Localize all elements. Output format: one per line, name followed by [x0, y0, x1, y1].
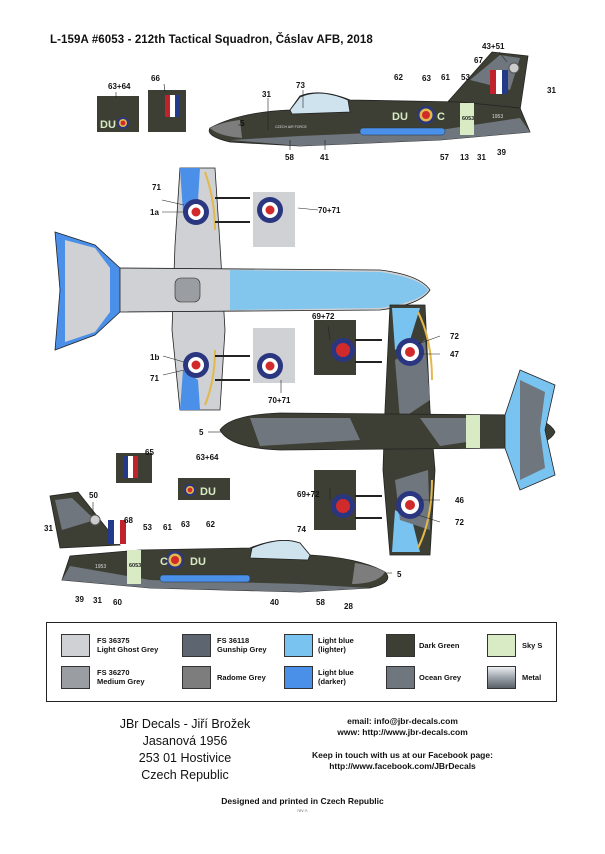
- leader-lines: [92, 51, 508, 574]
- callout-50: 50: [89, 491, 98, 500]
- callout-13: 13: [460, 153, 469, 162]
- callout-72-top: 72: [450, 332, 459, 341]
- callout-66: 66: [151, 74, 160, 83]
- side-code-letter-left: C: [160, 556, 168, 568]
- swatch-ocean-grey: [386, 666, 415, 689]
- callout-73: 73: [296, 81, 305, 90]
- callout-43-51: 43+51: [482, 42, 505, 51]
- callout-31-tail-top: 31: [547, 86, 556, 95]
- callout-58-left: 58: [316, 598, 325, 607]
- plan-view-bottom: [219, 304, 556, 556]
- swatch-metal: [487, 666, 516, 689]
- aircraft-drawings: DU C 6053 1953 CZECH AIR FORCE DU: [44, 42, 556, 611]
- callout-60: 60: [113, 598, 122, 607]
- footer-note: Designed and printed in Czech Republic: [221, 796, 384, 806]
- swatch-gunship-grey: [182, 634, 211, 657]
- callout-68: 68: [124, 516, 133, 525]
- tail-number-left: 1953: [95, 564, 106, 570]
- callout-1a: 1a: [150, 208, 159, 217]
- plan-view-top: [54, 167, 431, 411]
- country: Czech Republic: [141, 768, 229, 782]
- swatch-medium-grey: [61, 666, 90, 689]
- callout-63-64-top: 63+64: [108, 82, 131, 91]
- tail-number-top: 1953: [492, 114, 503, 120]
- callout-62-left: 62: [206, 520, 215, 529]
- callout-31-top: 31: [262, 90, 271, 99]
- side-code-left: DU: [190, 556, 206, 568]
- callout-28: 28: [344, 602, 353, 611]
- callout-53-top: 53: [461, 73, 470, 82]
- callout-31-tail-left: 31: [44, 524, 53, 533]
- swatch-sky-s: [487, 634, 516, 657]
- callout-47: 47: [450, 350, 459, 359]
- company-contacts: email: info@jbr-decals.com www: http://w…: [290, 716, 515, 772]
- callout-72-bottom: 72: [455, 518, 464, 527]
- facebook-link[interactable]: http://www.facebook.com/JBrDecals: [329, 761, 476, 771]
- callout-31-mid: 31: [477, 153, 486, 162]
- side-view-right: DU C 6053 1953 CZECH AIR FORCE: [208, 51, 531, 147]
- callout-58-top: 58: [285, 153, 294, 162]
- side-view-left: C DU 6053 1953: [49, 491, 389, 593]
- fuselage-text-top: CZECH AIR FORCE: [275, 125, 308, 129]
- callout-63-left: 63: [181, 520, 190, 529]
- callout-62-top: 62: [394, 73, 403, 82]
- callout-5-left: 5: [397, 570, 402, 579]
- callout-69-72-bottom: 69+72: [297, 490, 320, 499]
- callout-71-bottom: 71: [150, 374, 159, 383]
- inset-code-b: DU: [200, 486, 216, 498]
- callout-46: 46: [455, 496, 464, 505]
- city: 253 01 Hostivice: [138, 751, 232, 765]
- callout-53-left: 53: [143, 523, 152, 532]
- callout-5-plan: 5: [199, 428, 204, 437]
- callout-39-left: 39: [75, 595, 84, 604]
- callout-74: 74: [297, 525, 306, 534]
- callout-39-top: 39: [497, 148, 506, 157]
- swatch-dark-green: [386, 634, 415, 657]
- swatch-light-blue-darker: [284, 666, 313, 689]
- callout-41: 41: [320, 153, 329, 162]
- callout-57: 57: [440, 153, 449, 162]
- company-address: JBr Decals - Jiří Brožek Jasanová 1956 2…: [110, 716, 260, 784]
- callout-65: 65: [145, 448, 154, 457]
- callout-63-64-bottom: 63+64: [196, 453, 219, 462]
- serial-top: 6053: [462, 116, 474, 122]
- company-name: JBr Decals - Jiří Brožek: [119, 717, 251, 731]
- callout-63-top: 63: [422, 74, 431, 83]
- page-title: L-159A #6053 - 212th Tactical Squadron, …: [50, 34, 373, 46]
- callout-71-top: 71: [152, 183, 161, 192]
- serial-left: 6053: [129, 563, 141, 569]
- callout-70-71-bottom: 70+71: [268, 396, 291, 405]
- revision-note: rev A: [297, 808, 308, 813]
- callout-31-left: 31: [93, 596, 102, 605]
- side-code-letter-top: C: [437, 111, 445, 123]
- callout-69-72-top: 69+72: [312, 312, 335, 321]
- swatch-light-blue-lighter: [284, 634, 313, 657]
- side-code-top: DU: [392, 111, 408, 123]
- street: Jasanová 1956: [142, 734, 228, 748]
- website-link[interactable]: http://www.jbr-decals.com: [362, 727, 468, 737]
- callout-70-71-top: 70+71: [318, 206, 341, 215]
- callout-67: 67: [474, 56, 483, 65]
- swatch-light-ghost-grey: [61, 634, 90, 657]
- callout-5-top: 5: [240, 119, 245, 128]
- callout-1b: 1b: [150, 353, 159, 362]
- callout-40: 40: [270, 598, 279, 607]
- inset-code: DU: [100, 119, 116, 131]
- callout-61-left: 61: [163, 523, 172, 532]
- swatch-radome-grey: [182, 666, 211, 689]
- callout-61-top: 61: [441, 73, 450, 82]
- email-link[interactable]: info@jbr-decals.com: [374, 716, 458, 726]
